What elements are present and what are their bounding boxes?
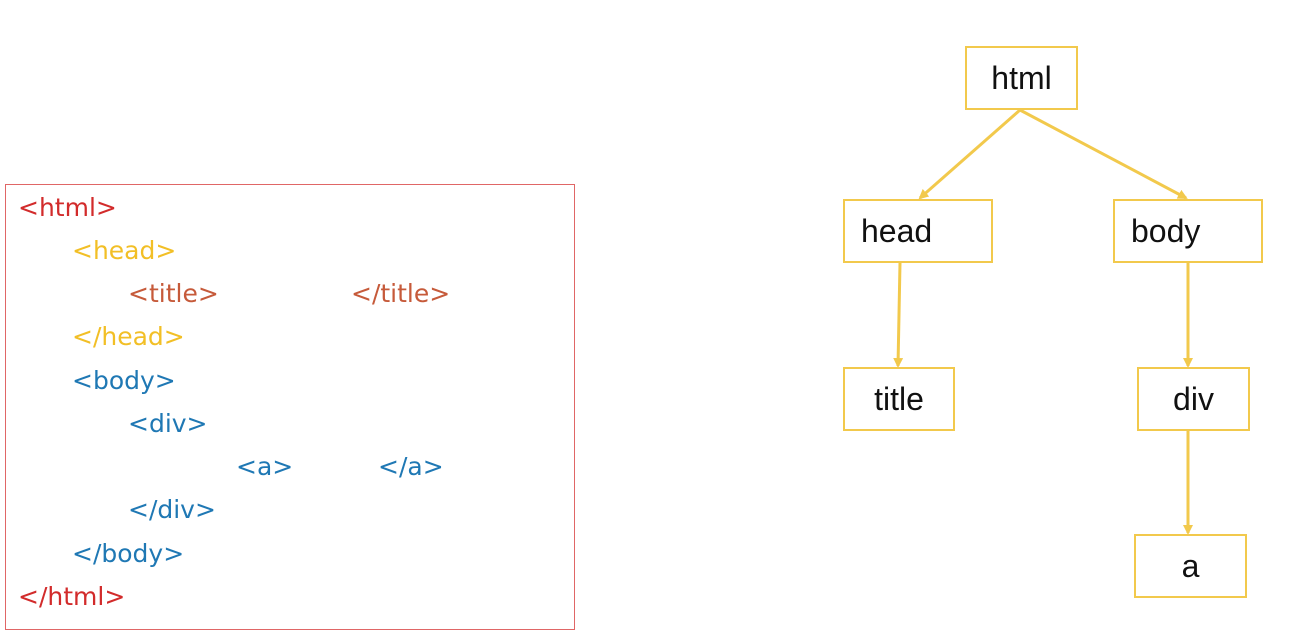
tree-node-head: head — [843, 199, 993, 263]
tree-node-html: html — [965, 46, 1078, 110]
tree-node-div: div — [1137, 367, 1250, 431]
code-line-title-open: <title> — [128, 279, 219, 308]
code-line-head-close: </head> — [72, 322, 185, 351]
code-line-title-close: </title> — [351, 279, 451, 308]
code-line-a-close: </a> — [378, 452, 444, 481]
code-line-html-open: <html> — [18, 193, 117, 222]
tree-node-title: title — [843, 367, 955, 431]
edge-head-title — [893, 262, 904, 368]
edge-html-body — [1019, 108, 1188, 200]
code-line-div-close: </div> — [128, 495, 216, 524]
code-line-body-open: <body> — [72, 366, 176, 395]
tree-node-a: a — [1134, 534, 1247, 598]
tree-node-body: body — [1113, 199, 1263, 263]
code-line-body-close: </body> — [72, 539, 185, 568]
html-code-panel: <html> <head> <title> </title> </head> <… — [5, 184, 575, 630]
code-line-head-open: <head> — [72, 236, 177, 265]
edge-html-head — [918, 108, 1021, 200]
code-line-a-open: <a> — [236, 452, 294, 481]
code-line-html-close: </html> — [18, 582, 126, 611]
code-line-div-open: <div> — [128, 409, 208, 438]
